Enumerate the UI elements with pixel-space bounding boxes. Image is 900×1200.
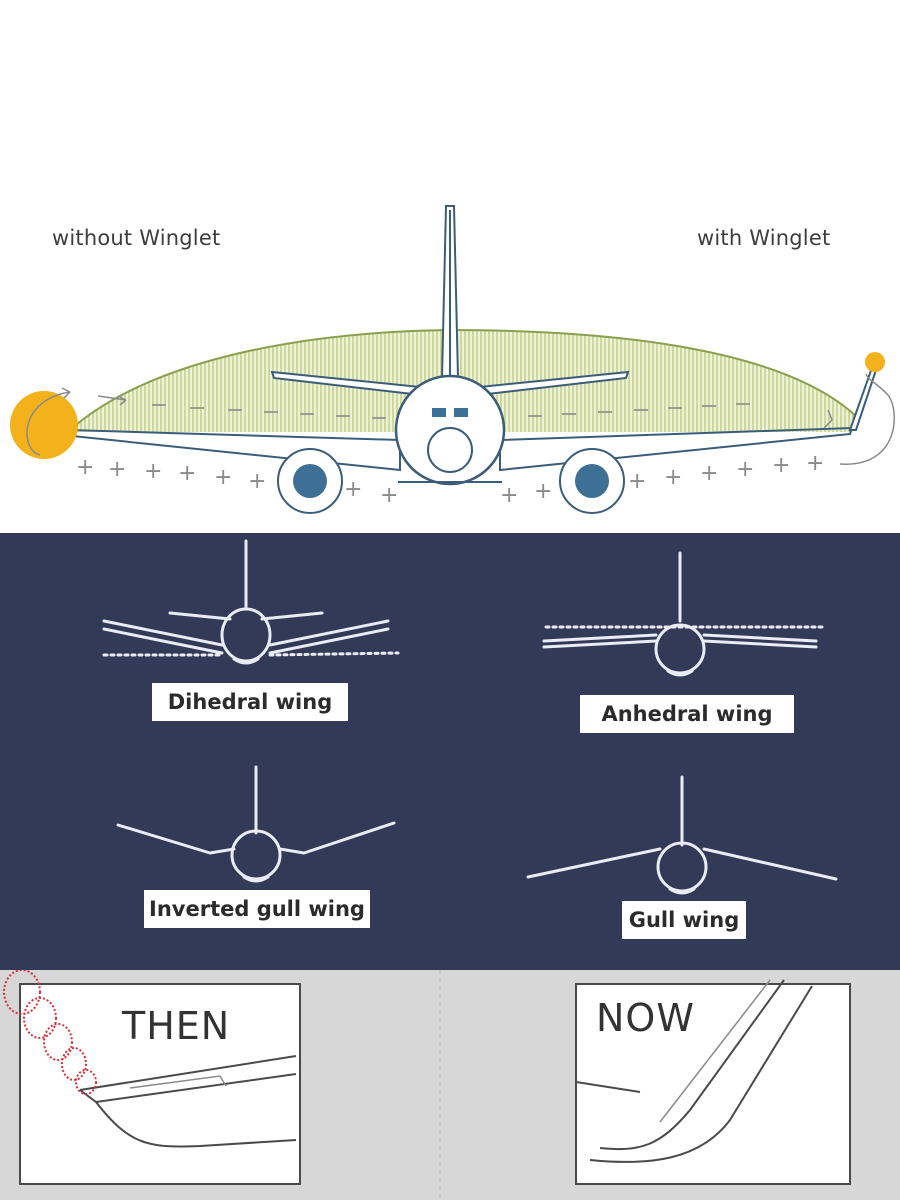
wing-type-label: Anhedral wing	[580, 695, 794, 733]
svg-text:+: +	[76, 455, 94, 480]
winglet-comparison-panel: + + + + + + + + + + + + + + + + without …	[0, 0, 900, 533]
wingtip-vortex	[10, 391, 78, 459]
svg-text:+: +	[380, 483, 398, 508]
svg-text:+: +	[736, 457, 754, 482]
with-winglet-label: with Winglet	[697, 226, 831, 250]
anhedral-wing-aircraft	[542, 551, 828, 677]
svg-text:+: +	[500, 483, 518, 508]
wing-type-label: Gull wing	[622, 901, 746, 939]
winglet	[848, 360, 880, 431]
without-winglet-label: without Winglet	[52, 226, 221, 250]
then-card	[3, 970, 301, 1185]
then-now-panel: THEN NOW	[0, 970, 900, 1200]
winglet-tip-vortex	[865, 352, 885, 372]
cockpit-window	[432, 408, 446, 417]
wingtip-vortex-then	[3, 970, 97, 1095]
svg-text:+: +	[214, 465, 232, 490]
svg-text:+: +	[772, 453, 790, 478]
wing-type-label: Dihedral wing	[152, 683, 348, 721]
svg-text:+: +	[144, 459, 162, 484]
now-label: NOW	[596, 996, 695, 1040]
svg-text:+: +	[248, 469, 266, 494]
wing-types-panel: Dihedral wing Anhedral wing Inverted gul…	[0, 533, 900, 975]
nose-cone	[427, 427, 473, 473]
high-pressure-marks: + + + + + + + + + + + + + + + +	[76, 451, 824, 508]
then-label: THEN	[122, 1004, 231, 1048]
svg-text:+: +	[178, 461, 196, 486]
now-card	[575, 979, 851, 1185]
dihedral-wing-aircraft	[102, 539, 400, 665]
winglet-aircraft-diagram: + + + + + + + + + + + + + + + +	[10, 205, 895, 514]
svg-text:+: +	[628, 469, 646, 494]
svg-text:+: +	[108, 457, 126, 482]
svg-text:+: +	[806, 451, 824, 476]
wing-type-label: Inverted gull wing	[144, 890, 370, 928]
right-wing	[499, 426, 854, 472]
svg-text:+: +	[700, 461, 718, 486]
svg-text:+: +	[664, 465, 682, 490]
svg-text:+: +	[344, 477, 362, 502]
svg-text:+: +	[534, 479, 552, 504]
low-pressure-marks	[152, 403, 750, 419]
inverted-gull-wing-aircraft	[116, 765, 396, 883]
gull-wing-aircraft	[526, 775, 838, 895]
